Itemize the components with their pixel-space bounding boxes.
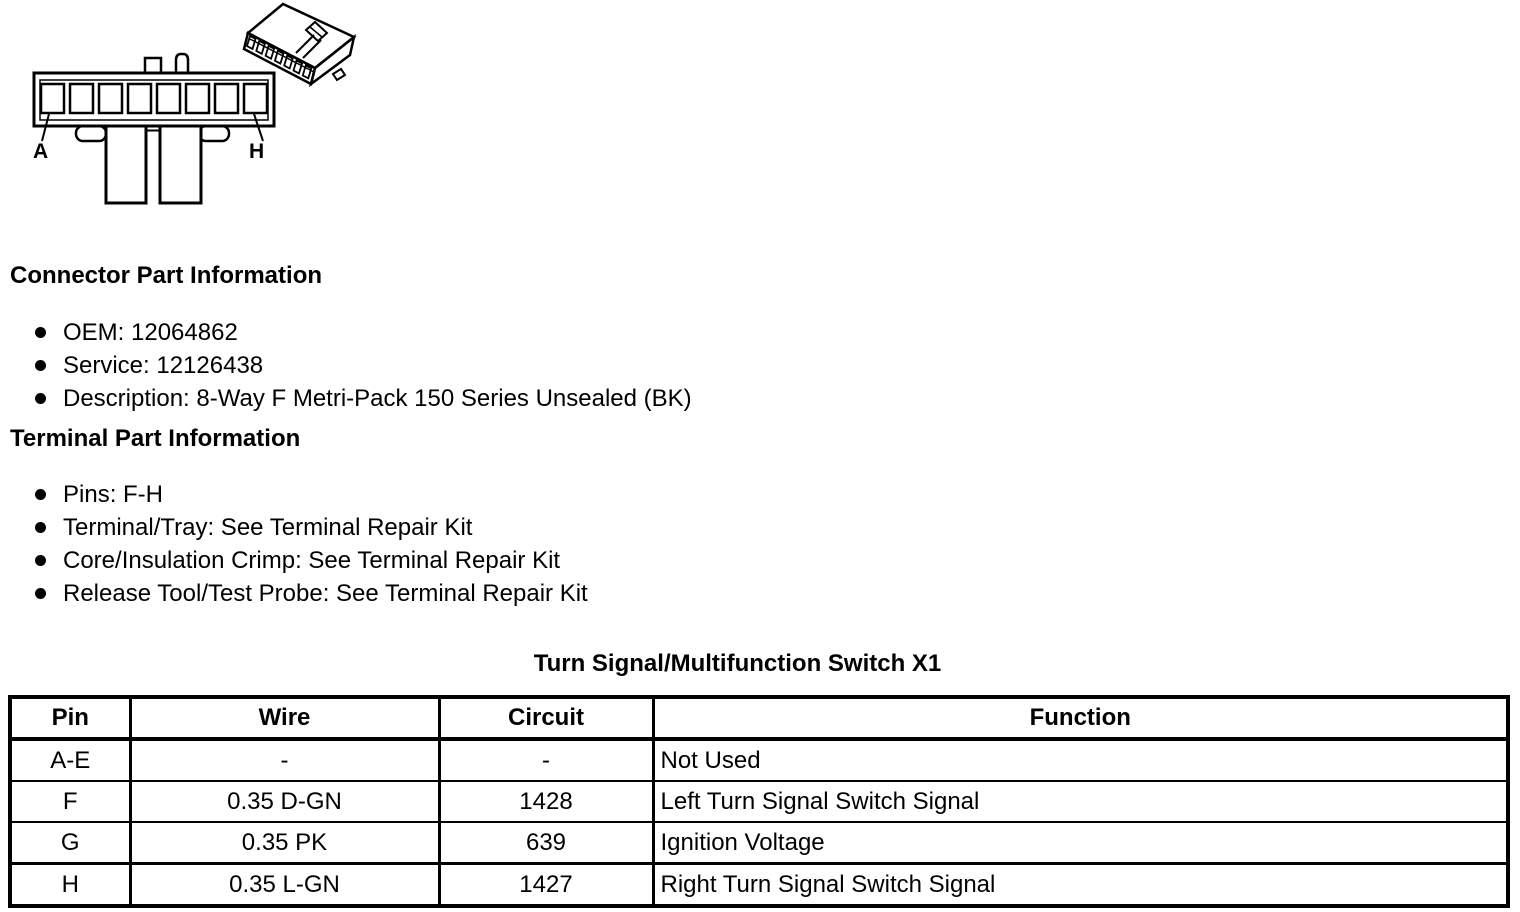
cell-function: Left Turn Signal Switch Signal [651,780,1510,822]
bullet-icon [35,588,46,599]
list-item: Service: 12126438 [0,349,692,382]
cell-function: Ignition Voltage [651,821,1510,864]
bullet-icon [35,489,46,500]
list-item: OEM: 12064862 [0,316,692,349]
cell-circuit: - [437,739,655,781]
cell-wire: 0.35 PK [128,821,441,864]
index-tab [143,56,163,75]
list-item-text: Core/Insulation Crimp: See Terminal Repa… [63,546,561,574]
table-row: H 0.35 L-GN 1427 Right Turn Signal Switc… [8,862,1510,906]
pin-h-label: H [249,140,264,163]
column-header-function: Function [651,697,1510,741]
table-row: A-E - - Not Used [8,739,1510,781]
bullet-icon [35,393,46,404]
cell-circuit: 1427 [437,862,655,906]
lock-finger [174,52,190,73]
column-header-wire: Wire [128,697,441,741]
cell-pin: H [8,862,132,906]
cell-wire: 0.35 L-GN [128,862,441,906]
table-header-row: Pin Wire Circuit Function [8,697,1510,741]
connector-isometric-view [242,2,357,88]
bullet-icon [35,327,46,338]
bullet-icon [35,555,46,566]
list-item-text: Service: 12126438 [63,351,264,379]
side-tab-right [197,124,231,143]
cell-wire: 0.35 D-GN [128,780,441,822]
list-item: Core/Insulation Crimp: See Terminal Repa… [0,544,588,577]
cell-circuit: 639 [437,821,655,864]
leader-line-a [41,113,50,142]
connector-front-view: A H [32,52,276,205]
list-item-text: Terminal/Tray: See Terminal Repair Kit [63,513,473,541]
bullet-icon [35,522,46,533]
list-item-text: Pins: F-H [63,480,164,508]
list-item: Description: 8-Way F Metri-Pack 150 Seri… [0,382,692,415]
cell-function: Not Used [651,739,1510,781]
list-item-text: Release Tool/Test Probe: See Terminal Re… [63,579,588,607]
column-header-pin: Pin [8,697,132,741]
list-item-text: OEM: 12064862 [63,318,238,346]
bullet-icon [35,360,46,371]
pinout-table: Pin Wire Circuit Function A-E - - Not Us… [8,695,1510,908]
side-tab-left [74,124,108,143]
list-item: Terminal/Tray: See Terminal Repair Kit [0,511,588,544]
terminal-part-heading: Terminal Part Information [10,425,301,452]
cell-wire: - [128,739,441,781]
mounting-leg-right [158,124,203,205]
cell-pin: A-E [8,739,132,781]
terminal-part-list: Pins: F-H Terminal/Tray: See Terminal Re… [0,478,588,610]
mounting-leg-left [104,124,148,205]
connector-part-heading: Connector Part Information [10,262,323,289]
cell-function: Right Turn Signal Switch Signal [651,862,1510,906]
mounting-foot [331,67,347,82]
connector-diagram: A H [32,2,357,205]
list-item-text: Description: 8-Way F Metri-Pack 150 Seri… [63,384,692,412]
list-item: Release Tool/Test Probe: See Terminal Re… [0,577,588,610]
terminal-cavities [39,82,269,115]
leader-line-h [253,113,264,142]
latch-arm [295,20,329,59]
table-row: G 0.35 PK 639 Ignition Voltage [8,821,1510,864]
list-item: Pins: F-H [0,478,588,511]
pinout-table-title: Turn Signal/Multifunction Switch X1 [533,650,942,677]
connector-part-list: OEM: 12064862 Service: 12126438 Descript… [0,316,692,415]
cell-pin: G [8,821,132,864]
column-header-circuit: Circuit [437,697,655,741]
cell-circuit: 1428 [437,780,655,822]
cell-pin: F [8,780,132,822]
pin-a-label: A [33,140,48,163]
table-row: F 0.35 D-GN 1428 Left Turn Signal Switch… [8,780,1510,822]
